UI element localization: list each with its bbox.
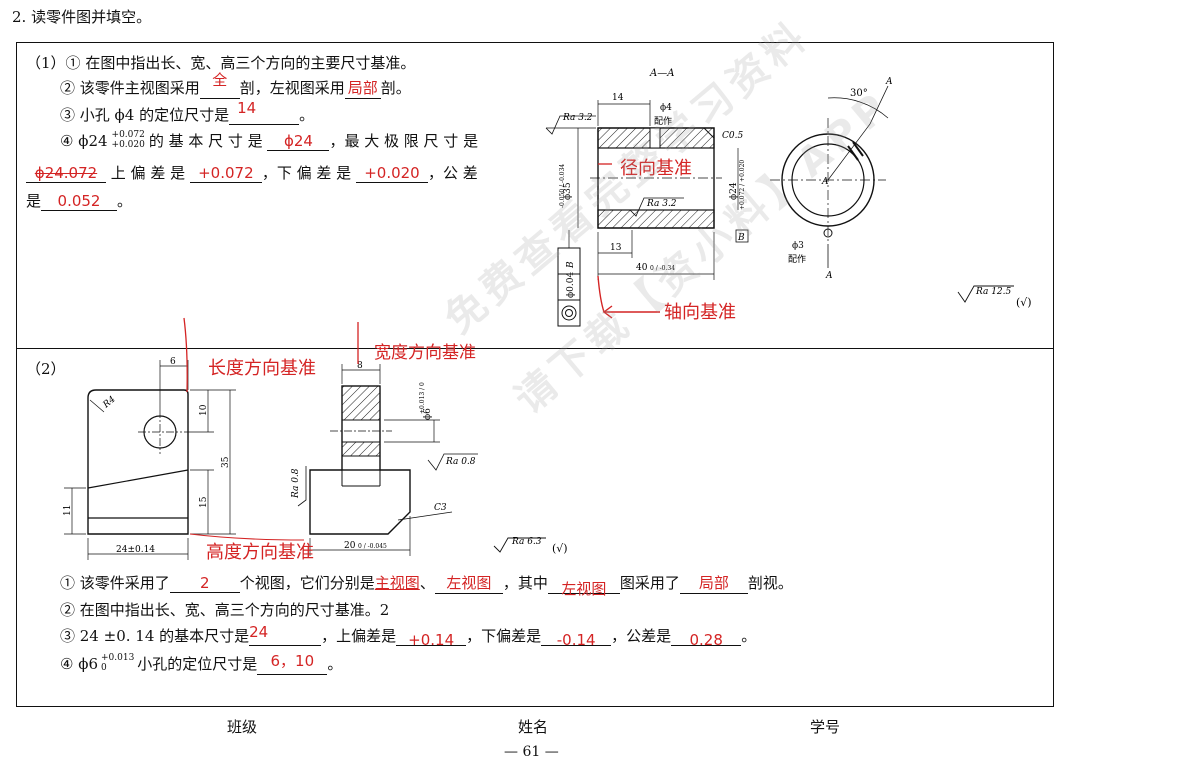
dim-14: 14 (612, 93, 624, 103)
dim-20-tol: 0 / -0.045 (358, 543, 387, 550)
c05-label: C0.5 (722, 131, 743, 141)
answer-blank: -0.14 (541, 627, 612, 649)
phi6-tol: +0.013 / 0 (419, 382, 426, 414)
width-datum-note: 宽度方向基准 (374, 343, 476, 363)
ra63-label: Ra 6.3 (511, 537, 542, 547)
answer-blank: 左视图 (547, 572, 620, 598)
datum-b: B (737, 233, 745, 243)
chamfer-c3: C3 (434, 503, 447, 513)
part2-label: （2） (26, 360, 66, 378)
dim-10: 10 (199, 404, 209, 416)
phi35-tol: -0.050 / -0.034 (559, 164, 566, 208)
class-label: 班级 (227, 718, 258, 736)
bushing-end-view (770, 85, 889, 268)
phi4-label: ϕ4 (660, 103, 672, 113)
side-view (297, 364, 478, 556)
answer-blank: 6，10 (257, 652, 328, 675)
center-a: A (821, 177, 829, 187)
ra-bottom-label: Ra 3.2 (646, 199, 677, 209)
section-divider (16, 348, 1054, 349)
ra125-label: Ra 12.5 (975, 287, 1012, 297)
length-datum-note: 长度方向基准 (208, 358, 316, 379)
ra-top-label: Ra 3.2 (562, 113, 593, 123)
answer-blank: 左视图 (434, 572, 503, 594)
surface-finish-symbol-2 (493, 537, 546, 553)
ra08-left: Ra 0.8 (291, 468, 301, 499)
bushing-section (545, 100, 749, 327)
check-mark-1: (√) (1016, 296, 1032, 309)
radius-r4: R4 (101, 394, 118, 411)
section-a-top: A (885, 77, 893, 87)
dim-13: 13 (610, 243, 622, 253)
dim-11: 11 (63, 505, 73, 516)
tol-box-datum: B (566, 261, 576, 269)
answer-blank: 全 (199, 71, 240, 99)
peizuo-label-2: 配作 (788, 253, 806, 265)
answer-blank: 14 (229, 99, 300, 125)
answer-blank: +0.072 (189, 164, 262, 183)
student-id-label: 学号 (810, 718, 841, 736)
dim-40-tol: 0 / -0.34 (650, 265, 675, 272)
answer-blank: 0.28 (671, 627, 742, 649)
height-datum-note: 高度方向基准 (206, 542, 314, 563)
tol-box-value: ϕ0.04 (566, 272, 576, 298)
section-label: A—A (649, 68, 674, 79)
axial-datum-note: 轴向基准 (664, 302, 736, 323)
surface-finish-symbol (957, 285, 1014, 303)
phi6-label: ϕ6 (423, 408, 433, 420)
peizuo-label: 配作 (654, 115, 672, 127)
phi24-label: ϕ24 (729, 182, 739, 200)
answer-blank: 2 (169, 574, 240, 593)
dim-35: 35 (221, 456, 231, 468)
check-mark-2: (√) (552, 542, 568, 555)
front-view (64, 360, 236, 560)
answer-blank: 0.052 (41, 192, 118, 211)
answer-blank: 24 (249, 623, 322, 646)
part1-q4-line2: ϕ24.072 上 偏 差 是 +0.072，下 偏 差 是 +0.020，公 … (26, 162, 478, 183)
tolerance-stack: +0.072+0.020 (111, 130, 145, 150)
page-number: — 61 — (504, 744, 559, 760)
dim-15: 15 (199, 496, 209, 508)
dim-20: 20 (344, 541, 356, 551)
answer-blank: +0.020 (355, 164, 428, 183)
angle-30: 30° (850, 88, 868, 99)
answer-blank: +0.14 (396, 627, 467, 649)
name-label: 姓名 (518, 718, 549, 736)
question-frame (16, 42, 1054, 707)
phi24-tol: +0.072 / +0.020 (739, 160, 746, 210)
answer-blank: 局部 (679, 572, 748, 594)
answer-blank: ϕ24.072 (26, 164, 106, 183)
question-title: 2. 读零件图并填空。 (12, 8, 152, 26)
dim-8: 8 (357, 361, 363, 371)
part1-label: （1） (26, 54, 66, 72)
radial-datum-note: 径向基准 (620, 158, 692, 179)
part2-q3: ③ 24 ±0. 14 的基本尺寸是24，上偏差是+0.14，下偏差是-0.14… (60, 623, 757, 649)
ra08-right: Ra 0.8 (445, 457, 476, 467)
part2-q2: ② 在图中指出长、宽、高三个方向的尺寸基准。2 (60, 601, 390, 619)
answer-blank: ϕ24 (267, 132, 330, 151)
dim-40: 40 (636, 263, 648, 273)
phi3-label: ϕ3 (792, 241, 804, 251)
answer-blank: 局部 (344, 77, 381, 99)
dim-24: 24±0.14 (116, 545, 155, 555)
part1-q2: ② 该零件主视图采用全剖，左视图采用局部剖。 (60, 71, 411, 99)
dim-6: 6 (170, 357, 176, 367)
section-a-bottom: A (825, 271, 833, 281)
part1-q1: （1）① 在图中指出长、宽、高三个方向的主要尺寸基准。 (26, 54, 416, 72)
phi35-label: ϕ35 (563, 182, 573, 200)
